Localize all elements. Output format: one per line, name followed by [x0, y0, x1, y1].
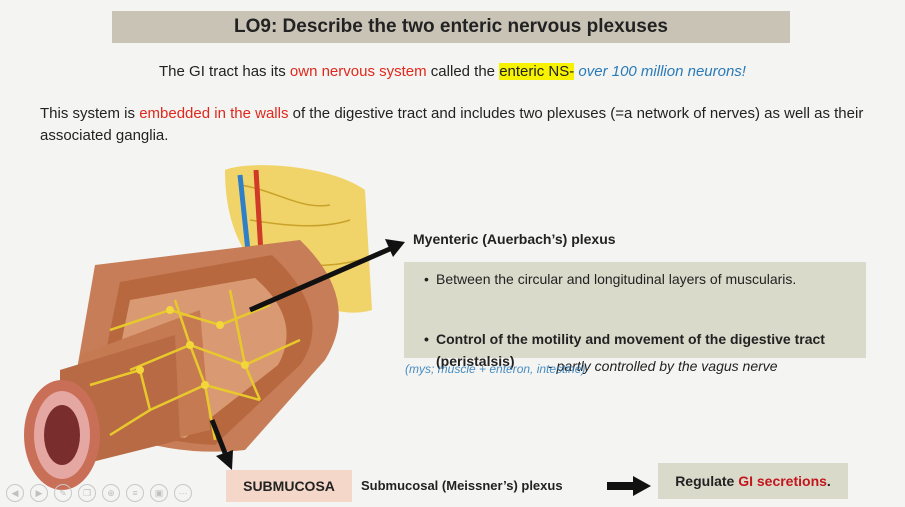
regulate-text-1: Regulate [675, 473, 739, 489]
myenteric-arrow [248, 239, 405, 313]
zoom-icon[interactable]: ⊕ [102, 484, 120, 502]
submucosa-label: SUBMUCOSA [226, 470, 352, 502]
regulate-text-2: . [826, 473, 831, 489]
gi-tract-illustration [24, 165, 405, 490]
copy-icon[interactable]: ❐ [78, 484, 96, 502]
pen-icon[interactable]: ✎ [54, 484, 72, 502]
para-embedded-walls: embedded in the walls [139, 105, 289, 122]
intro-neuron-count: over 100 million neurons! [574, 63, 746, 80]
regulate-secretions-box: Regulate GI secretions. [658, 463, 848, 499]
vagus-text: - partly controlled by the vagus nerve [548, 358, 778, 374]
submucosal-plexus-label: Submucosal (Meissner’s) plexus [361, 478, 563, 493]
regulate-gi-secretions: GI secretions [738, 473, 827, 489]
regulate-arrow [607, 476, 651, 496]
submucosa-arrow [209, 419, 233, 470]
intro-own-nervous-system: own nervous system [289, 63, 427, 80]
slide-title: LO9: Describe the two enteric nervous pl… [112, 11, 790, 43]
para-text-2: of the digestive tract and includes two … [40, 105, 864, 144]
intro-enteric-ns-highlight: enteric NS- [499, 63, 575, 80]
bullet-layers-text: Between the circular and longitudinal la… [436, 271, 797, 287]
description-paragraph: This system is embedded in the walls of … [40, 103, 880, 147]
bullet-motility-text: Control of the motility and movement of … [436, 331, 825, 369]
para-text-1: This system is [40, 105, 140, 122]
bullet-dot: • [424, 331, 429, 347]
myenteric-plexus-label: Myenteric (Auerbach’s) plexus [413, 231, 616, 247]
intro-text-2: called the [426, 63, 500, 80]
next-icon[interactable]: ▶ [30, 484, 48, 502]
more-icon[interactable]: ⋯ [174, 484, 192, 502]
tube-layers [60, 240, 339, 470]
video-icon[interactable]: ▣ [150, 484, 168, 502]
nerve-plexus [89, 289, 301, 441]
bullet-dot: • [424, 271, 429, 287]
intro-line: The GI tract has its own nervous system … [0, 63, 905, 80]
menu-icon[interactable]: ≡ [126, 484, 144, 502]
myenteric-info-box: • Between the circular and longitudinal … [404, 262, 866, 369]
prev-icon[interactable]: ◀ [6, 484, 24, 502]
intro-text-1: The GI tract has its [159, 63, 290, 80]
tube-end [24, 380, 100, 490]
myenteric-etymology: (mys; muscle + enteron, intestine) [405, 362, 586, 376]
